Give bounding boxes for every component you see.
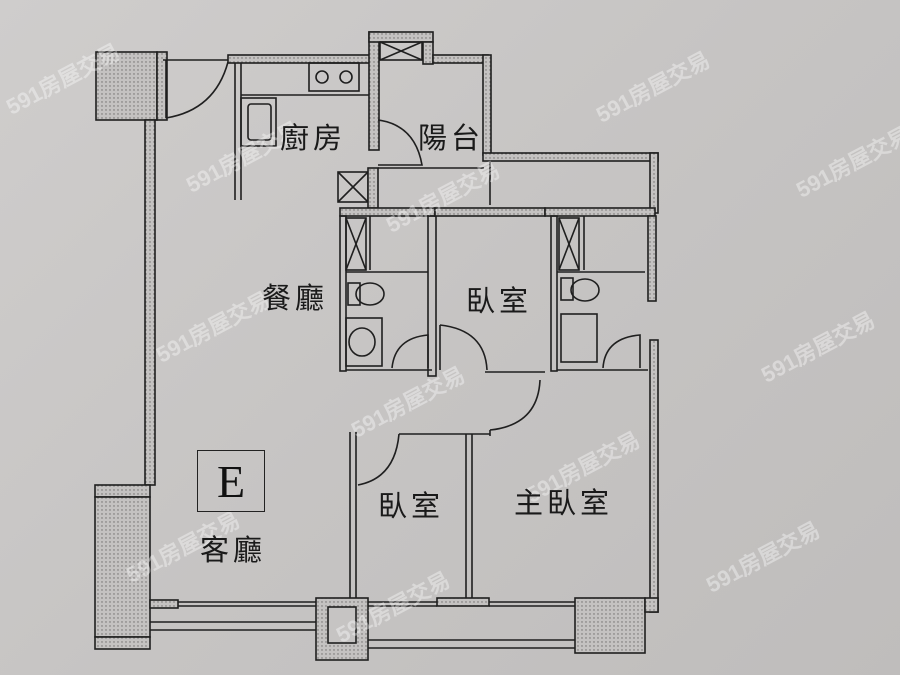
room-label-bedroom-small: 臥室 xyxy=(378,489,445,523)
room-label-dining: 餐廳 xyxy=(262,281,329,315)
bath-sink-1 xyxy=(345,317,383,367)
room-label-balcony: 陽台 xyxy=(418,121,485,155)
pillar-bottom-left xyxy=(94,484,151,498)
pillar-top-left xyxy=(95,51,158,121)
kitchen-sink xyxy=(240,97,277,147)
pillar-bottom-right xyxy=(574,597,646,654)
room-label-kitchen: 廚房 xyxy=(280,121,347,155)
bath-sink-2 xyxy=(560,313,598,363)
unit-code-badge: E xyxy=(197,450,265,512)
room-label-bedroom-center: 臥室 xyxy=(466,284,533,318)
room-label-master-bedroom: 主臥室 xyxy=(514,486,614,520)
toilet-2 xyxy=(560,277,574,301)
toilet-1 xyxy=(347,282,361,306)
room-label-living: 客廳 xyxy=(200,533,267,567)
stove xyxy=(308,62,360,92)
